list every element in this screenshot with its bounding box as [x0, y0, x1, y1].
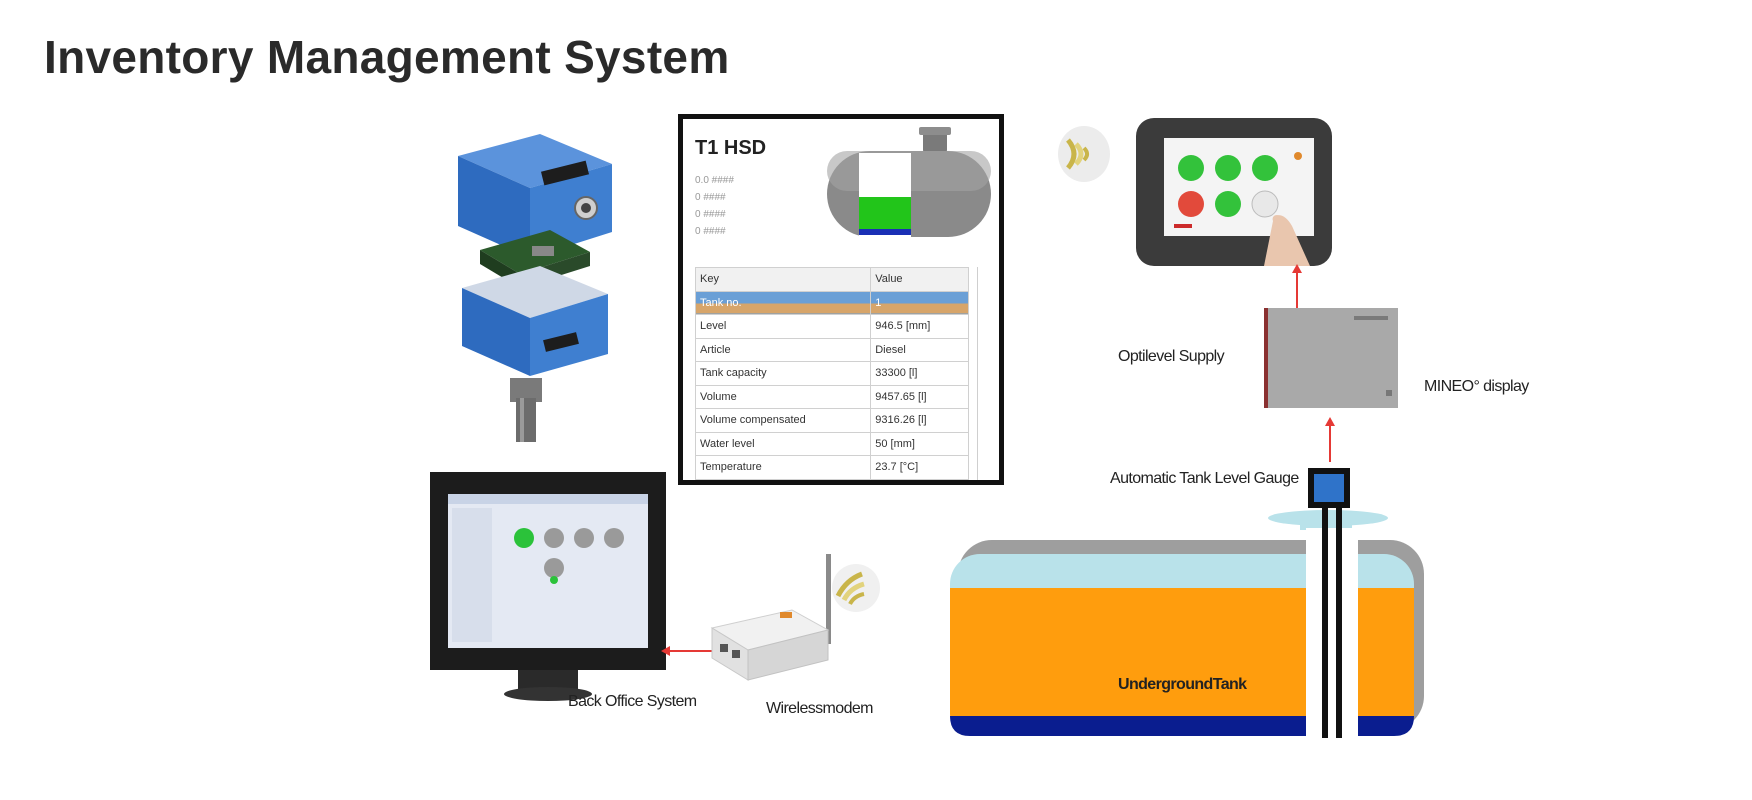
back-office-monitor-image: [430, 472, 666, 701]
tank-level-graphic: [827, 127, 991, 237]
tank-data-table: Key Value Tank no. 1 Level 946.5 [mm] Ar…: [694, 267, 969, 480]
tank-info-panel: T1 HSD 0.0 #### 0 #### 0 #### 0 #### Key…: [678, 114, 1004, 485]
table-row[interactable]: Volume 9457.65 [l]: [694, 384, 969, 409]
cell-value: 946.5 [mm]: [870, 314, 969, 339]
table-row[interactable]: Water level 50 [mm]: [694, 431, 969, 456]
cell-value: 23.7 [°C]: [870, 455, 969, 480]
wireless-modem-image: [710, 554, 831, 681]
cell-key: Level: [694, 314, 872, 339]
cell-key: Volume: [694, 384, 872, 409]
wireless-signal-icon: [832, 564, 880, 612]
wireless-modem-label: Wirelessmodem: [766, 700, 873, 717]
tank-summary-line: 0 ####: [695, 192, 726, 203]
table-row[interactable]: Volume compensated 9316.26 [l]: [694, 408, 969, 433]
back-office-label: Back Office System: [568, 693, 697, 710]
atg-label: Automatic Tank Level Gauge: [1110, 470, 1299, 487]
table-row[interactable]: Level 946.5 [mm]: [694, 314, 969, 339]
tank-summary-line: 0 ####: [695, 209, 726, 220]
cell-key: Water level: [694, 431, 872, 456]
cell-key: Article: [694, 337, 872, 362]
page-title: Inventory Management System: [44, 31, 730, 83]
optilevel-supply-box-image: [1264, 308, 1398, 408]
cell-value: 9316.26 [l]: [870, 408, 969, 433]
wireless-signal-icon: [1058, 126, 1110, 182]
table-row[interactable]: Article Diesel: [694, 337, 969, 362]
table-scrollbar[interactable]: [977, 267, 978, 480]
column-header-value[interactable]: Value: [870, 267, 969, 292]
table-header-row: Key Value: [694, 267, 969, 292]
optilevel-supply-label: Optilevel Supply: [1118, 348, 1225, 365]
mineo-touch-display-image: [1136, 118, 1332, 266]
cell-key: Tank no.: [694, 290, 872, 315]
gauge-hardware-image: [458, 134, 612, 442]
arrow-left-icon: [661, 646, 714, 656]
cell-value: 50 [mm]: [870, 431, 969, 456]
tank-summary: 0.0 #### 0 #### 0 #### 0 ####: [695, 172, 734, 240]
cell-key: Volume compensated: [694, 408, 872, 433]
cell-value: Diesel: [870, 337, 969, 362]
tank-name: T1 HSD: [695, 137, 767, 159]
table-row[interactable]: Temperature 23.7 [°C]: [694, 455, 969, 480]
tank-summary-line: 0 ####: [695, 226, 726, 237]
mineo-display-label: MINEO° display: [1424, 378, 1529, 395]
arrow-up-icon: [1292, 264, 1302, 309]
cell-value: 33300 [l]: [870, 361, 969, 386]
underground-tank-graphic: [950, 468, 1424, 738]
cell-key: Tank capacity: [694, 361, 872, 386]
arrow-up-icon: [1325, 417, 1335, 462]
table-row[interactable]: Tank no. 1: [694, 290, 969, 315]
underground-tank-label: UndergroundTank: [1118, 676, 1247, 693]
table-row[interactable]: Tank capacity 33300 [l]: [694, 361, 969, 386]
column-header-key[interactable]: Key: [694, 267, 872, 292]
cell-value: 1: [870, 290, 969, 315]
tank-summary-line: 0.0 ####: [695, 175, 734, 186]
cell-key: Temperature: [694, 455, 872, 480]
cell-value: 9457.65 [l]: [870, 384, 969, 409]
